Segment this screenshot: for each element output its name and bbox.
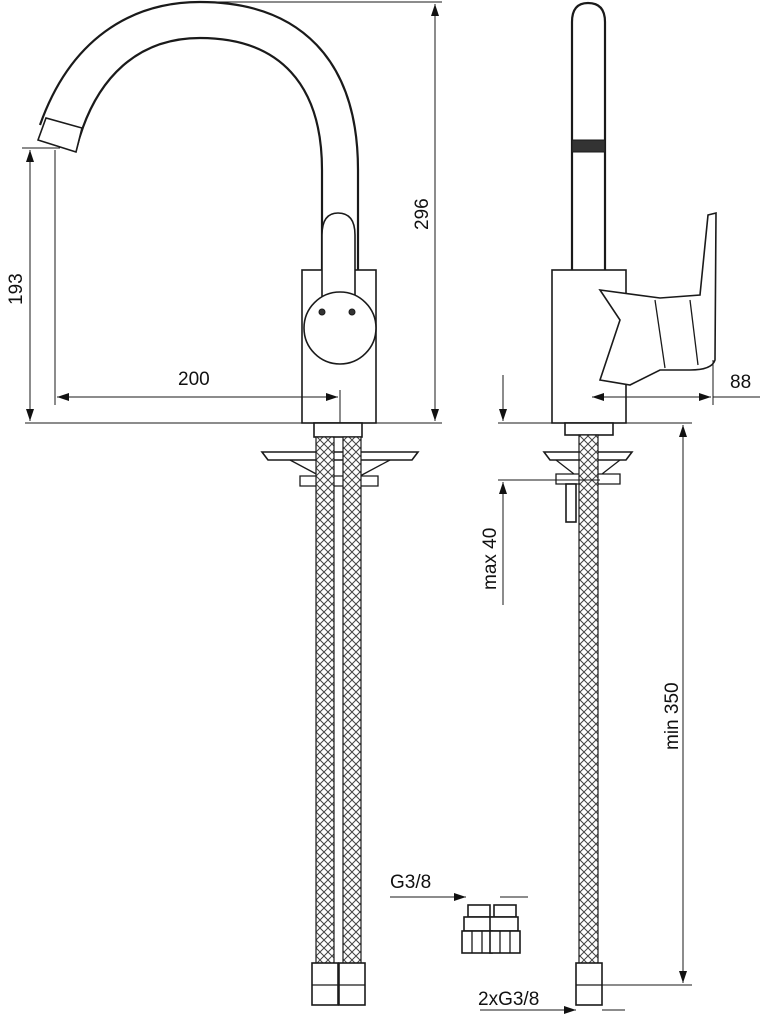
side-view <box>542 1 717 1006</box>
lever-side <box>598 211 717 386</box>
hose-right <box>342 436 362 966</box>
fitting-label: G3/8 <box>390 872 431 893</box>
hose-left <box>315 436 335 966</box>
fitting-nut-facets <box>471 931 511 953</box>
fitting-nut-right <box>489 930 521 954</box>
fitting-thread-right <box>493 904 517 918</box>
aerator <box>36 117 83 154</box>
shank <box>313 422 363 438</box>
aerator-side <box>571 139 606 153</box>
dim-193: 193 <box>6 273 27 305</box>
fitting-detail: G3/8 <box>390 872 528 954</box>
fitting-collar-left <box>463 916 493 932</box>
dim-88: 88 <box>730 372 751 393</box>
lever-screw-left <box>318 308 326 316</box>
dim-200: 200 <box>178 369 210 390</box>
front-view <box>36 0 420 1006</box>
dim-max-40: max 40 <box>480 528 501 590</box>
threaded-rod-side <box>565 483 577 523</box>
fitting-thread-left <box>467 904 491 918</box>
front-dimensions: 296 193 200 <box>6 1 442 424</box>
mounting-bracket-side <box>555 459 621 485</box>
spout-side <box>570 1 607 270</box>
lever-side-detail <box>654 299 699 369</box>
fitting-collar-right <box>489 916 519 932</box>
hose-nut-left <box>311 962 339 1006</box>
fitting-nut-left <box>461 930 493 954</box>
spout-inner <box>74 36 324 270</box>
dim-min-350: min 350 <box>662 682 683 750</box>
hose-side <box>578 434 599 966</box>
shank-side <box>564 422 614 436</box>
hose-nut-right <box>338 962 366 1006</box>
hose-nut-side <box>575 962 603 1006</box>
dim-296: 296 <box>412 198 433 230</box>
side-dimensions: 88 max 40 min 350 2xG3/8 <box>478 360 760 1014</box>
dim-2xg38: 2xG3/8 <box>478 989 539 1010</box>
mounting-bracket <box>289 459 391 487</box>
lever-knob <box>303 291 377 365</box>
lever-screw-right <box>348 308 356 316</box>
spout-outer <box>38 0 360 270</box>
mounting-plate <box>260 451 420 461</box>
lever <box>321 212 356 301</box>
